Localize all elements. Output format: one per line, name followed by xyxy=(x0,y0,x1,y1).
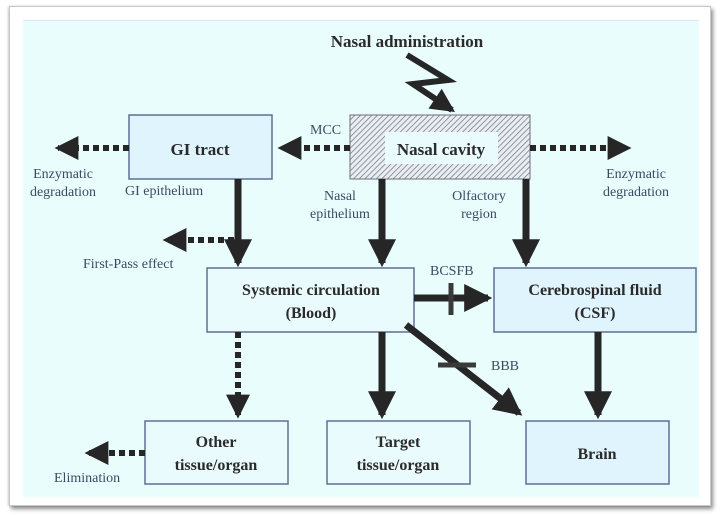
label-enzymatic-left: Enzymatic xyxy=(33,167,93,182)
label-mcc: MCC xyxy=(310,123,341,138)
svg-text:tissue/organ: tissue/organ xyxy=(357,457,440,474)
label-elimination: Elimination xyxy=(54,471,120,486)
label-degradation-left: degradation xyxy=(30,185,96,200)
label-bbb: BBB xyxy=(491,359,519,374)
label-olfactory: Olfactory xyxy=(452,189,506,204)
label-epithelium: epithelium xyxy=(310,207,370,222)
node-gi-tract: GI tract xyxy=(128,114,273,180)
label-degradation-right: degradation xyxy=(603,185,669,200)
svg-text:Brain: Brain xyxy=(577,446,616,463)
label-enzymatic-right: Enzymatic xyxy=(606,167,666,182)
node-cerebrospinal-fluid: Cerebrospinal fluid (CSF) xyxy=(493,267,697,333)
node-other-tissue: Other tissue/organ xyxy=(144,420,289,485)
svg-text:GI tract: GI tract xyxy=(170,140,229,159)
svg-text:(Blood): (Blood) xyxy=(286,305,337,322)
label-gi-epithelium: GI epithelium xyxy=(125,184,203,199)
svg-text:Other: Other xyxy=(196,434,237,451)
label-first-pass: First-Pass effect xyxy=(83,257,173,272)
svg-text:Systemic circulation: Systemic circulation xyxy=(242,282,380,299)
node-nasal-cavity: Nasal cavity xyxy=(349,114,531,180)
svg-text:tissue/organ: tissue/organ xyxy=(175,457,258,474)
title-nasal-administration: Nasal administration xyxy=(331,32,484,51)
svg-text:(CSF): (CSF) xyxy=(575,305,616,322)
label-nasal: Nasal xyxy=(324,189,356,204)
svg-text:Cerebrospinal fluid: Cerebrospinal fluid xyxy=(528,282,661,299)
label-region: region xyxy=(461,207,497,222)
node-target-tissue: Target tissue/organ xyxy=(326,420,471,485)
label-bcsfb: BCSFB xyxy=(430,264,474,279)
node-systemic-circulation: Systemic circulation (Blood) xyxy=(206,267,415,333)
svg-text:Nasal cavity: Nasal cavity xyxy=(397,140,486,159)
node-brain: Brain xyxy=(525,420,670,485)
arrow-bbb xyxy=(403,322,523,416)
zigzag-arrow xyxy=(404,52,458,113)
svg-text:Target: Target xyxy=(376,434,421,451)
